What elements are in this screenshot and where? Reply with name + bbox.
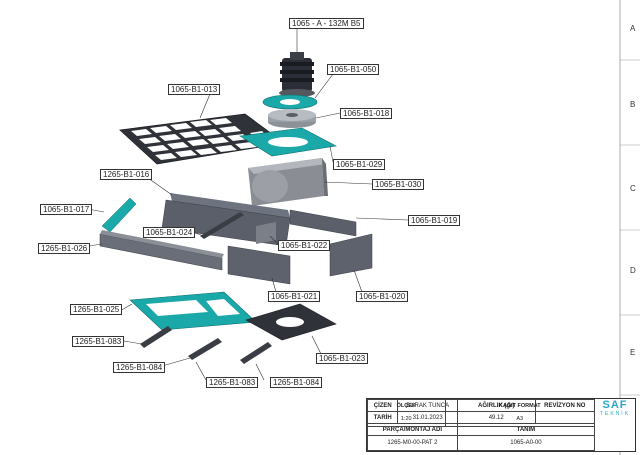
title-block: ÇİZEN BURAK TUNCA AĞIRLIK (gr) REVİZYON … <box>366 398 636 452</box>
logo-subtitle: TEKNİK <box>599 411 631 417</box>
callout-label: 1065-B1-024 <box>143 227 196 238</box>
callout-label: 1265-B1-084 <box>270 377 323 388</box>
support-bar-part <box>240 342 272 364</box>
zone-letter: E <box>630 348 636 357</box>
end-panel-part <box>329 233 373 277</box>
motor-part <box>279 52 315 97</box>
callout-label: 1265-B1-084 <box>113 362 166 373</box>
support-bar-part <box>140 326 172 348</box>
scale-value: 1:20 <box>367 411 446 427</box>
callout-label: 1065-B1-018 <box>340 108 393 119</box>
callout-label: 1065-B1-021 <box>268 291 321 302</box>
inlet-plate-part <box>239 127 337 157</box>
grid-frame-part <box>119 113 285 165</box>
divider-panel-part <box>256 222 276 244</box>
zone-letter: B <box>630 100 636 109</box>
rail-bar-part <box>200 212 244 239</box>
front-panel-part <box>227 245 291 285</box>
callout-label: 1265-B1-083 <box>206 377 259 388</box>
callout-label: 1065-B1-020 <box>356 291 409 302</box>
side-flap-part <box>101 197 137 233</box>
paper-format-value: A3 <box>444 411 595 427</box>
fan-housing-part <box>248 158 328 206</box>
base-frame-part <box>129 291 257 331</box>
callout-label: 1065-B1-019 <box>408 215 461 226</box>
company-logo: SAF TEKNİK <box>595 399 635 423</box>
bottom-panel-part <box>99 230 224 271</box>
callout-label: 1065-B1-017 <box>40 204 93 215</box>
flange-ring-part <box>262 94 318 110</box>
scale-label: ÖLÇEK <box>367 399 446 412</box>
zone-letter: A <box>630 24 636 33</box>
paper-format-label: KAĞIT FORMAT <box>444 399 595 412</box>
zone-letter: D <box>630 266 636 275</box>
part-name-value: 1265-M0-00-PAT 2 <box>367 435 458 451</box>
description-value: 1065-A0-00 <box>456 435 596 451</box>
base-plate-part <box>245 303 337 341</box>
rear-panel-part <box>289 209 357 237</box>
callout-label: 1065-B1-013 <box>168 84 221 95</box>
callout-label: 1265-B1-025 <box>70 304 123 315</box>
impeller-part <box>268 109 316 128</box>
logo-letters: SAF <box>602 399 628 411</box>
zone-letter: C <box>630 184 636 193</box>
callout-label: 1265-B1-026 <box>38 243 91 254</box>
callout-label: 1065-B1-030 <box>372 179 425 190</box>
callout-label: 1065-B1-029 <box>333 159 386 170</box>
support-bar-part <box>188 338 222 360</box>
callout-motor: 1065 - A - 132M B5 <box>289 18 364 29</box>
callout-label: 1065-B1-023 <box>316 353 369 364</box>
callout-label: 1065-B1-022 <box>278 240 331 251</box>
callout-label: 1265-B1-083 <box>72 336 125 347</box>
callout-label: 1265-B1-016 <box>100 169 153 180</box>
callout-label: 1065-B1-050 <box>327 64 380 75</box>
